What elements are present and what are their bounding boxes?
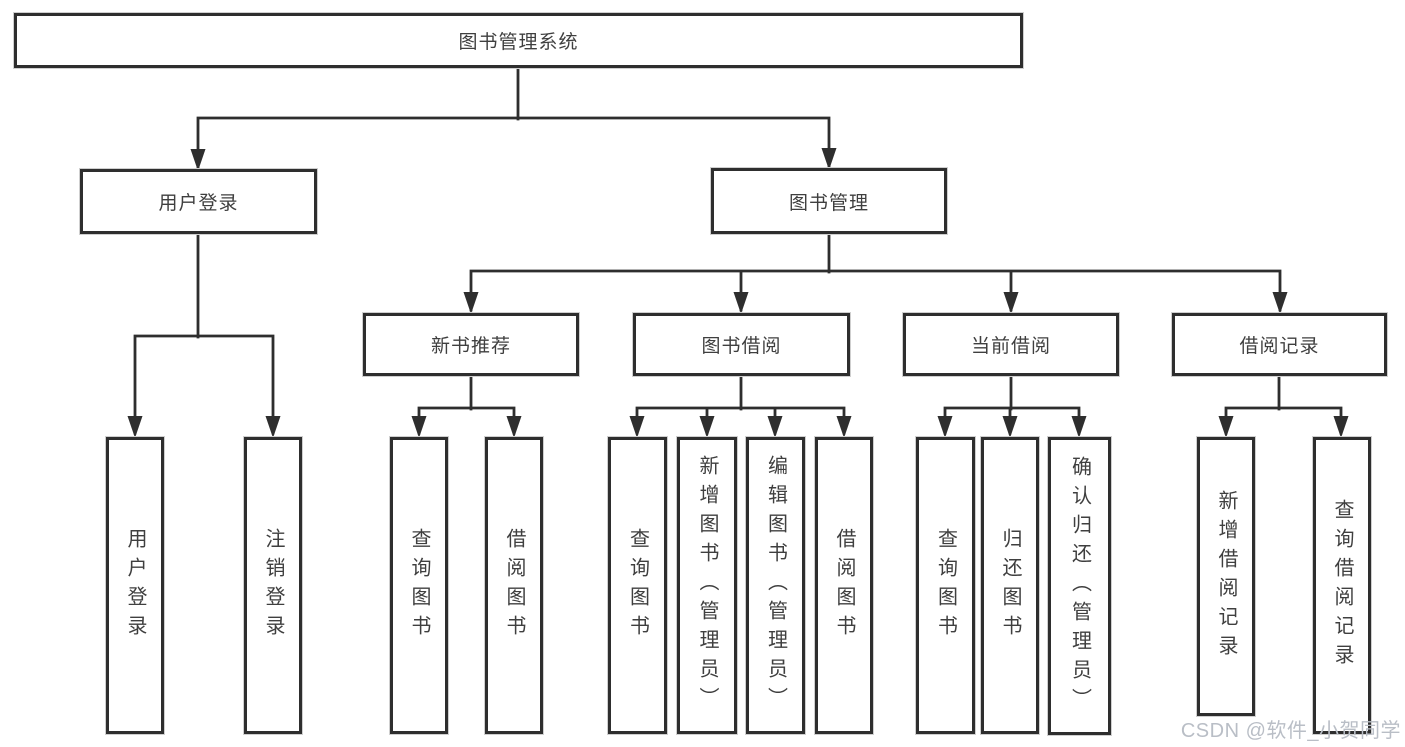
arrow-down-icon bbox=[1003, 292, 1019, 314]
arrow-down-icon bbox=[1218, 416, 1234, 438]
leaf-currentborrow-query-books-label: 查询图书 bbox=[934, 527, 957, 644]
arrow-down-icon bbox=[411, 416, 427, 438]
arrow-down-icon bbox=[463, 292, 479, 314]
leaf-currentborrow-confirm-return-admin: 确认归还（管理员） bbox=[1048, 437, 1111, 735]
leaf-newbook-query-books: 查询图书 bbox=[390, 437, 448, 734]
node-book-borrow-label: 图书借阅 bbox=[701, 336, 782, 357]
node-user-login: 用户登录 bbox=[80, 169, 317, 234]
leaf-currentborrow-query-books: 查询图书 bbox=[916, 437, 975, 734]
node-book-management-label: 图书管理 bbox=[788, 192, 869, 214]
leaf-currentborrow-return-books: 归还图书 bbox=[981, 437, 1039, 734]
arrow-down-icon bbox=[836, 416, 852, 438]
csdn-watermark: CSDN @软件_小贺同学 bbox=[1180, 720, 1401, 742]
leaf-logout-login-label: 注销登录 bbox=[262, 527, 284, 644]
leaf-record-query-borrow-record: 查询借阅记录 bbox=[1313, 437, 1371, 734]
leaf-newbook-query-books-label: 查询图书 bbox=[408, 527, 430, 644]
connector-path bbox=[133, 66, 1343, 435]
arrow-down-icon bbox=[937, 416, 953, 438]
leaf-bookborrow-add-book-admin-label: 新增图书（管理员） bbox=[696, 455, 718, 716]
node-user-login-label: 用户登录 bbox=[158, 193, 239, 214]
node-book-borrow: 图书借阅 bbox=[633, 313, 850, 376]
node-library-management-system: 图书管理系统 bbox=[14, 13, 1023, 68]
leaf-bookborrow-edit-book-admin-label: 编辑图书（管理员） bbox=[764, 455, 787, 716]
leaf-currentborrow-return-books-label: 归还图书 bbox=[999, 527, 1021, 644]
node-borrow-record-label: 借阅记录 bbox=[1239, 336, 1320, 357]
leaf-newbook-borrow-books: 借阅图书 bbox=[485, 437, 543, 734]
leaf-user-login: 用户登录 bbox=[106, 437, 164, 734]
arrow-down-icon bbox=[1333, 416, 1349, 438]
leaf-bookborrow-add-book-admin: 新增图书（管理员） bbox=[677, 437, 737, 734]
arrow-down-icon bbox=[265, 416, 281, 438]
arrow-down-icon bbox=[629, 416, 645, 438]
leaf-bookborrow-query-books: 查询图书 bbox=[608, 437, 667, 734]
node-new-book-recommend-label: 新书推荐 bbox=[430, 336, 511, 357]
arrow-down-icon bbox=[127, 416, 143, 438]
node-borrow-record: 借阅记录 bbox=[1172, 313, 1387, 376]
node-new-book-recommend: 新书推荐 bbox=[363, 313, 579, 376]
leaf-bookborrow-edit-book-admin: 编辑图书（管理员） bbox=[746, 437, 805, 734]
arrow-down-icon bbox=[733, 292, 749, 314]
arrow-down-icon bbox=[767, 416, 783, 438]
leaf-bookborrow-borrow-books: 借阅图书 bbox=[815, 437, 873, 734]
leaf-logout-login: 注销登录 bbox=[244, 437, 302, 734]
arrow-down-icon bbox=[1272, 292, 1288, 314]
arrow-down-icon bbox=[821, 148, 837, 170]
leaf-user-login-label: 用户登录 bbox=[124, 527, 146, 644]
leaf-bookborrow-query-books-label: 查询图书 bbox=[626, 527, 649, 644]
node-current-borrow: 当前借阅 bbox=[903, 313, 1119, 376]
arrow-down-icon bbox=[699, 416, 715, 438]
leaf-record-add-borrow-record-label: 新增借阅记录 bbox=[1215, 489, 1237, 664]
arrow-down-icon bbox=[1071, 416, 1087, 438]
arrow-down-icon bbox=[506, 416, 522, 438]
leaf-bookborrow-borrow-books-label: 借阅图书 bbox=[833, 527, 855, 644]
leaf-newbook-borrow-books-label: 借阅图书 bbox=[503, 527, 525, 644]
node-current-borrow-label: 当前借阅 bbox=[970, 336, 1051, 357]
leaf-currentborrow-confirm-return-admin-label: 确认归还（管理员） bbox=[1068, 455, 1091, 717]
arrow-down-icon bbox=[1002, 416, 1018, 438]
leaf-record-add-borrow-record: 新增借阅记录 bbox=[1197, 437, 1255, 716]
leaf-record-query-borrow-record-label: 查询借阅记录 bbox=[1331, 498, 1353, 673]
node-library-management-system-label: 图书管理系统 bbox=[458, 32, 579, 53]
arrow-down-icon bbox=[190, 149, 206, 171]
node-book-management: 图书管理 bbox=[711, 168, 947, 234]
